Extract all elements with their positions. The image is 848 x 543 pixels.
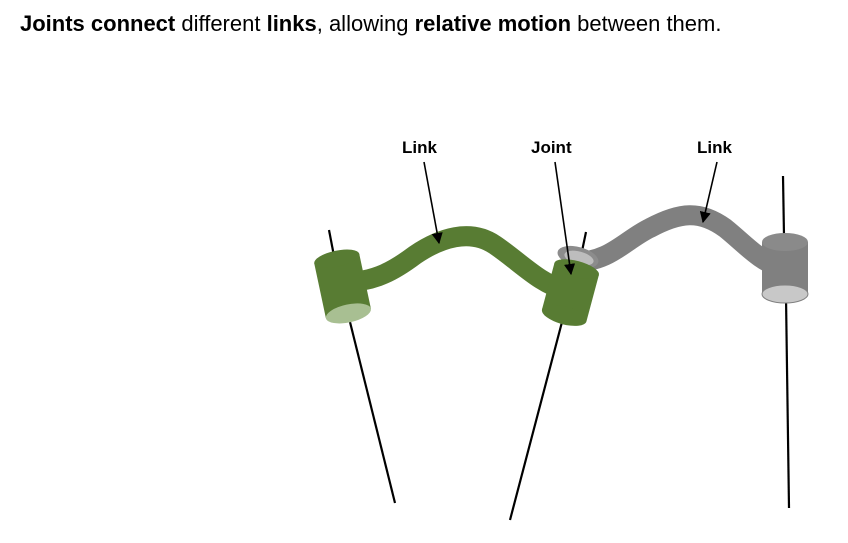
label-link-left: Link bbox=[402, 138, 437, 157]
arrow-joint bbox=[554, 161, 576, 276]
heading-part-5: relative motion bbox=[414, 11, 572, 36]
axis-line-middle-bottom bbox=[508, 321, 564, 521]
middle-joint-bottom bbox=[541, 304, 587, 326]
arrow-link-right bbox=[699, 161, 718, 224]
heading-part-6: between them. bbox=[571, 11, 722, 36]
green-link-arm bbox=[335, 226, 575, 300]
axis-line-left-bottom bbox=[347, 317, 397, 504]
gray-link-arm bbox=[565, 205, 792, 278]
axis-lines bbox=[327, 175, 791, 521]
left-joint-body bbox=[314, 253, 371, 319]
label-joint: Joint bbox=[531, 138, 572, 157]
heading-part-3: links bbox=[266, 11, 317, 36]
axis-line-right-bottom bbox=[784, 296, 791, 509]
green-link bbox=[314, 226, 599, 326]
heading-part-1: Joints connect bbox=[20, 11, 176, 36]
heading-part-2: different bbox=[175, 11, 267, 36]
label-link-right: Link bbox=[697, 138, 732, 157]
heading: Joints connect different links, allowing… bbox=[20, 8, 840, 40]
right-joint-top bbox=[762, 233, 808, 251]
heading-part-4: , allowing bbox=[316, 11, 415, 36]
left-joint-top bbox=[314, 249, 360, 268]
axis-line-right-top bbox=[781, 175, 786, 237]
arrow-link-left bbox=[423, 161, 443, 245]
left-joint-bottom-face bbox=[325, 303, 371, 324]
right-joint-bottom-face bbox=[761, 284, 809, 304]
